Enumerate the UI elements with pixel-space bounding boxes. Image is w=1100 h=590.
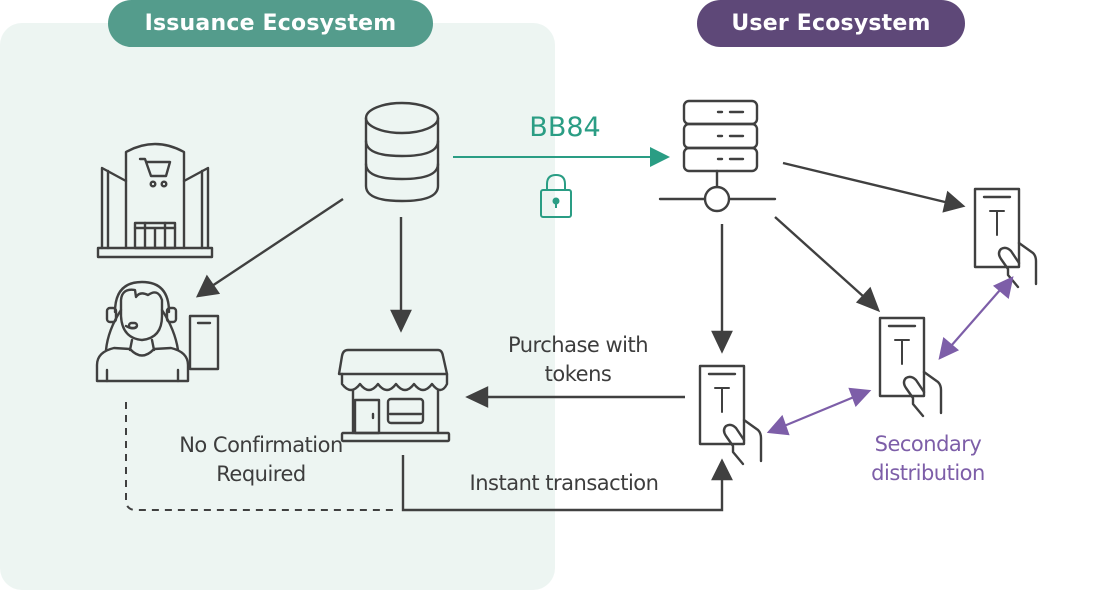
bb84-label: BB84 — [529, 112, 601, 143]
server-network-icon — [658, 99, 777, 213]
support-agent-icon — [95, 280, 190, 383]
issuance-ecosystem-title: Issuance Ecosystem — [108, 0, 433, 47]
arrow-server-to-middle-wallet — [774, 216, 881, 313]
secondary-line-1: Secondary — [874, 432, 982, 456]
bb84-arrow — [453, 147, 670, 167]
token-wallet-phone-middle — [878, 316, 943, 418]
issuance-ecosystem-title-text: Issuance Ecosystem — [144, 11, 397, 36]
purchase-line-2: tokens — [544, 362, 612, 386]
agent-mobile-device-icon — [188, 314, 220, 371]
dashed-no-confirmation-line — [125, 402, 398, 511]
secondary-arrow-main-middle — [766, 387, 872, 436]
shopping-mall-icon — [96, 142, 214, 259]
secondary-distribution-label: Secondary distribution — [838, 430, 1018, 488]
user-ecosystem-title: User Ecosystem — [697, 0, 965, 47]
token-wallet-phone-top — [973, 187, 1038, 289]
user-ecosystem-title-text: User Ecosystem — [731, 11, 931, 36]
issuance-ecosystem-panel — [0, 23, 555, 590]
instant-transaction-label: Instant transaction — [469, 471, 659, 495]
lock-icon — [540, 174, 572, 218]
arrow-store-to-wallet-instant — [401, 455, 733, 512]
secondary-line-2: distribution — [871, 461, 985, 485]
arrow-database-to-agent — [195, 198, 344, 298]
token-wallet-phone-main — [698, 364, 763, 466]
no-confirmation-line-1: No Confirmation — [179, 433, 343, 457]
arrow-server-to-top-wallet — [782, 161, 966, 213]
no-confirmation-label: No Confirmation Required — [150, 431, 372, 489]
purchase-line-1: Purchase with — [507, 333, 649, 357]
secondary-arrow-middle-top — [938, 276, 1014, 360]
arrow-server-to-main-wallet — [711, 224, 733, 354]
arrow-database-to-store — [390, 217, 412, 333]
purchase-with-tokens-label: Purchase with tokens — [478, 331, 678, 389]
arrow-wallet-to-store — [465, 386, 685, 408]
no-confirmation-line-2: Required — [216, 462, 306, 486]
database-icon — [364, 101, 440, 203]
store-icon — [337, 348, 451, 443]
